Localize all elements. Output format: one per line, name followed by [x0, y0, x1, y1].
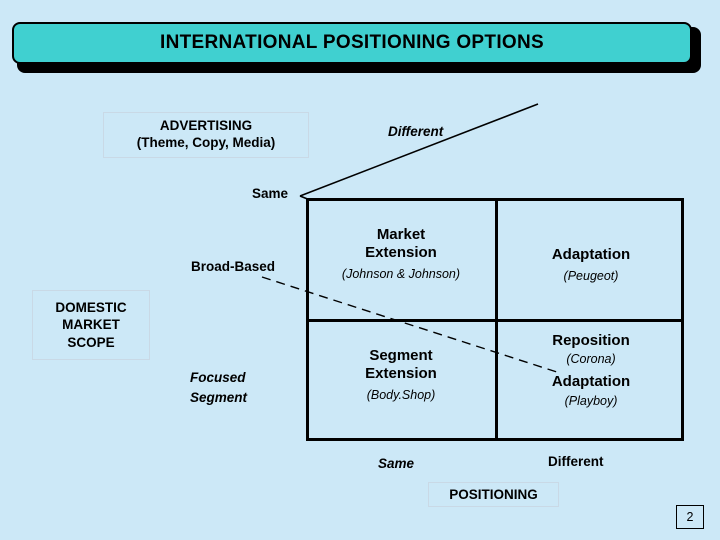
- title-banner: INTERNATIONAL POSITIONING OPTIONS: [12, 22, 692, 64]
- cell-example-2: (Playboy): [564, 394, 618, 408]
- cell-title-line2: Adaptation: [551, 373, 631, 390]
- domestic-scope-line1: DOMESTIC: [55, 299, 127, 315]
- domestic-market-scope-box: DOMESTIC MARKET SCOPE: [32, 290, 150, 360]
- label-positioning-same: Same: [378, 456, 415, 471]
- matrix-horizontal-divider: [306, 319, 684, 322]
- advertising-label-line2: (Theme, Copy, Media): [136, 135, 276, 150]
- cell-example: (Body.Shop): [366, 388, 436, 402]
- cell-example: (Peugeot): [563, 269, 619, 283]
- cell-title-line2: Extension: [365, 365, 437, 382]
- label-scope-focused-segment: Focused Segment: [190, 368, 247, 407]
- matrix-cell-focused-different: Reposition (Corona) Adaptation (Playboy): [506, 332, 676, 408]
- cell-example: (Johnson & Johnson): [341, 267, 461, 281]
- domestic-scope-line2: MARKET: [62, 317, 120, 333]
- positioning-caption: POSITIONING: [449, 487, 538, 502]
- label-advertising-different: Different: [388, 124, 444, 139]
- label-positioning-different: Different: [548, 454, 604, 469]
- label-focused-line1: Focused: [190, 370, 246, 385]
- matrix-cell-focused-same: Segment Extension (Body.Shop): [316, 347, 486, 402]
- page-number-box: 2: [676, 505, 704, 529]
- label-advertising-same: Same: [252, 186, 289, 201]
- cell-title-line2: Extension: [365, 244, 437, 261]
- cell-title-line1: Market: [376, 226, 426, 243]
- advertising-label-line1: ADVERTISING: [159, 118, 253, 134]
- advertising-axis-line: [299, 103, 539, 197]
- label-focused-line2: Segment: [190, 389, 248, 405]
- matrix-cell-broad-same: Market Extension (Johnson & Johnson): [316, 226, 486, 281]
- label-scope-broad-based: Broad-Based: [191, 259, 276, 274]
- page-number: 2: [686, 510, 694, 524]
- page-title: INTERNATIONAL POSITIONING OPTIONS: [160, 32, 544, 53]
- cell-title-line1: Adaptation: [551, 246, 631, 263]
- domestic-scope-line3: SCOPE: [67, 334, 115, 350]
- cell-example-1: (Corona): [566, 352, 616, 366]
- cell-title-line1: Reposition: [552, 332, 630, 349]
- matrix-cell-broad-different: Adaptation (Peugeot): [506, 246, 676, 283]
- cell-title-line1: Segment: [369, 347, 433, 364]
- advertising-label-box: ADVERTISING (Theme, Copy, Media): [103, 112, 309, 158]
- positioning-caption-box: POSITIONING: [428, 482, 559, 507]
